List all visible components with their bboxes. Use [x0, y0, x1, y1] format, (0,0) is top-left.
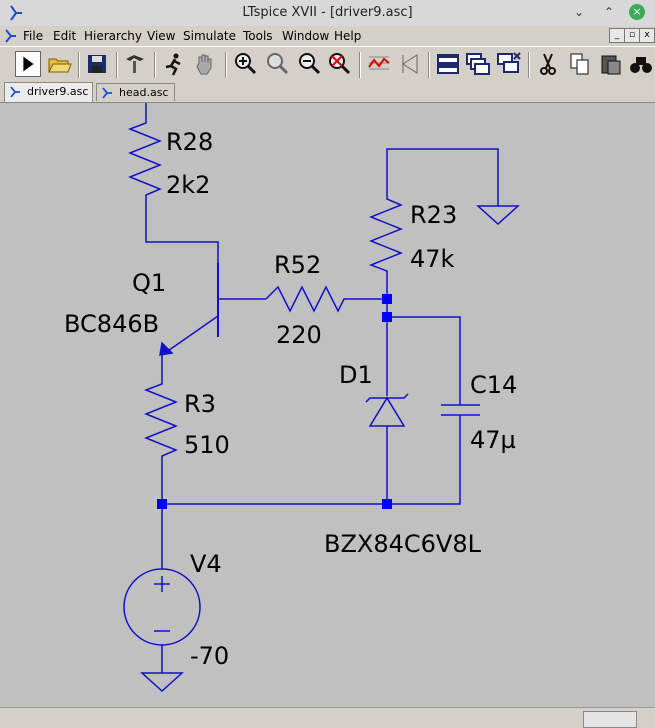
q1-name[interactable]: Q1: [132, 269, 166, 297]
junctions: [157, 294, 392, 509]
toolbar: [0, 46, 655, 84]
r3-value[interactable]: 510: [184, 431, 230, 459]
cut-icon[interactable]: [535, 51, 561, 77]
menu-view[interactable]: View: [147, 29, 176, 43]
tile-horizontal-icon[interactable]: [435, 51, 461, 77]
autorange-icon[interactable]: [366, 51, 392, 77]
title-bar: LTspice XVII - [driver9.asc] ⌄ ⌃ ×: [0, 0, 655, 27]
tab-head[interactable]: head.asc: [96, 83, 175, 101]
q1-value[interactable]: BC846B: [64, 310, 159, 338]
d1-name[interactable]: D1: [339, 361, 373, 389]
window-title: LTspice XVII - [driver9.asc]: [242, 5, 413, 20]
menu-simulate[interactable]: Simulate: [183, 29, 237, 43]
c14-value[interactable]: 47µ: [470, 426, 516, 454]
waveform-icon[interactable]: [397, 51, 423, 77]
save-icon[interactable]: [84, 51, 110, 77]
hand-icon[interactable]: [192, 51, 218, 77]
mdi-close-icon[interactable]: x: [639, 28, 655, 43]
c14-name[interactable]: C14: [470, 371, 517, 399]
menu-edit[interactable]: Edit: [53, 29, 77, 43]
paste-icon[interactable]: [598, 51, 624, 77]
schematic-icon: [10, 86, 20, 98]
tab-label: head.asc: [119, 86, 169, 99]
mdi-restore-icon[interactable]: ▫: [624, 28, 640, 43]
copy-icon[interactable]: [567, 51, 593, 77]
r3-name[interactable]: R3: [184, 390, 216, 418]
r23-value[interactable]: 47k: [410, 245, 455, 273]
menu-window[interactable]: Window: [282, 29, 330, 43]
r28-value[interactable]: 2k2: [166, 171, 210, 199]
r28-name[interactable]: R28: [166, 128, 213, 156]
cascade-icon[interactable]: [465, 51, 491, 77]
mdi-minimize-icon[interactable]: _: [609, 28, 625, 43]
v4-name[interactable]: V4: [190, 550, 222, 578]
control-panel-icon[interactable]: [122, 51, 148, 77]
tab-label: driver9.asc: [27, 85, 89, 98]
menu-help[interactable]: Help: [334, 29, 362, 43]
status-field: [583, 711, 637, 728]
schematic-canvas[interactable]: R28 2k2 Q1 BC846B R52 220 R23 47k R3 510…: [0, 102, 655, 708]
d1-value[interactable]: BZX84C6V8L: [324, 530, 482, 558]
close-all-icon[interactable]: [496, 51, 522, 77]
document-icon: [5, 29, 16, 43]
v4-value[interactable]: -70: [190, 642, 229, 670]
wires: [123, 103, 520, 693]
menu-tools[interactable]: Tools: [243, 29, 273, 43]
find-icon[interactable]: [628, 51, 654, 77]
maximize-icon[interactable]: ⌃: [603, 5, 615, 19]
document-tabs: driver9.asc head.asc: [0, 82, 655, 102]
open-folder-icon[interactable]: [46, 51, 72, 77]
zoom-fit-icon[interactable]: [326, 51, 352, 77]
r23-name[interactable]: R23: [410, 201, 457, 229]
r52-name[interactable]: R52: [274, 251, 321, 279]
minimize-icon[interactable]: ⌄: [573, 5, 585, 19]
zoom-pan-icon[interactable]: [264, 51, 290, 77]
zoom-out-icon[interactable]: [296, 51, 322, 77]
menu-hierarchy[interactable]: Hierarchy: [84, 29, 143, 43]
tab-driver9[interactable]: driver9.asc: [4, 82, 93, 102]
schematic-svg: R28 2k2 Q1 BC846B R52 220 R23 47k R3 510…: [64, 103, 520, 693]
zoom-in-icon[interactable]: [232, 51, 258, 77]
component-labels: R28 2k2 Q1 BC846B R52 220 R23 47k R3 510…: [64, 128, 517, 670]
halt-run-icon[interactable]: [160, 51, 186, 77]
menu-file[interactable]: File: [23, 29, 44, 43]
close-icon[interactable]: ×: [629, 4, 645, 20]
schematic-icon: [102, 87, 112, 99]
status-bar: [0, 707, 655, 728]
r52-value[interactable]: 220: [276, 321, 322, 349]
menu-bar: File Edit Hierarchy View Simulate Tools …: [0, 26, 655, 46]
ltspice-logo-icon: [10, 5, 22, 21]
run-icon[interactable]: [15, 51, 41, 77]
